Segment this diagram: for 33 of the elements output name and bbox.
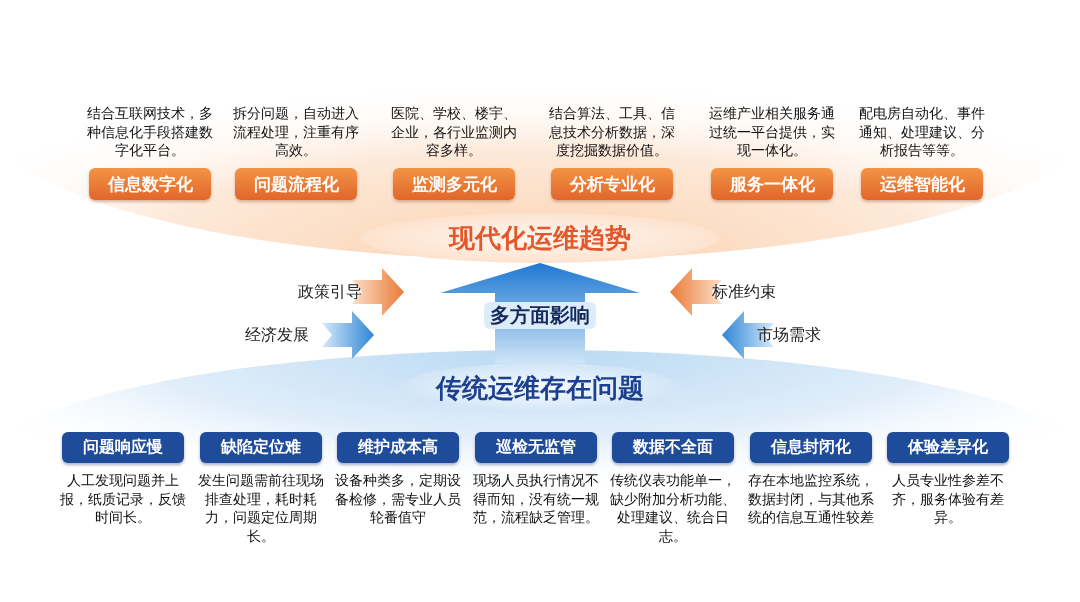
trend-box: 运维智能化 xyxy=(861,168,983,200)
description-text: 配电房自动化、事件通知、处理建议、分析报告等等。 xyxy=(858,104,986,160)
description-text: 现场人员执行情况不得而知，没有统一规范，流程缺乏管理。 xyxy=(471,471,600,527)
problem-box: 缺陷定位难 xyxy=(199,432,322,463)
problem-box: 体验差异化 xyxy=(887,432,1009,463)
trend-box: 分析专业化 xyxy=(551,168,673,200)
trend-box: 问题流程化 xyxy=(235,168,357,200)
problem-box: 巡检无监管 xyxy=(474,432,597,463)
description-text: 发生问题需前往现场排查处理，耗时耗力，问题定位周期长。 xyxy=(196,471,325,546)
problem-box: 信息封闭化 xyxy=(749,432,872,463)
trend-box: 信息数字化 xyxy=(89,168,211,200)
problem-box: 问题响应慢 xyxy=(62,432,184,463)
factor-label: 标准约束 xyxy=(712,282,776,303)
trend-box: 监测多元化 xyxy=(393,168,515,200)
title-ellipse: 传统运维存在问题 xyxy=(400,363,680,413)
edge-label: 多方面影响 xyxy=(484,302,596,329)
factor-label: 市场需求 xyxy=(757,325,821,346)
description-text: 结合算法、工具、信息技术分析数据，深度挖掘数据价值。 xyxy=(548,104,676,160)
trend-box: 服务一体化 xyxy=(711,168,833,200)
description-text: 医院、学校、楼宇、企业，各行业监测内容多样。 xyxy=(390,104,518,160)
description-text: 运维产业相关服务通过统一平台提供，实现一体化。 xyxy=(708,104,836,160)
description-text: 人工发现问题并上报，纸质记录，反馈时间长。 xyxy=(59,471,187,527)
title-ellipse: 现代化运维趋势 xyxy=(360,213,720,263)
description-text: 人员专业性参差不齐，服务体验有差异。 xyxy=(891,471,1005,527)
description-text: 存在本地监控系统，数据封闭，与其他系统的信息互通性较差 xyxy=(746,471,875,527)
description-text: 传统仪表功能单一，缺少附加分析功能、处理建议、统合日志。 xyxy=(609,471,737,546)
description-text: 拆分问题，自动进入流程处理，注重有序高效。 xyxy=(232,104,360,160)
factor-label: 政策引导 xyxy=(298,282,362,303)
factor-label: 经济发展 xyxy=(245,325,309,346)
problem-box: 维护成本高 xyxy=(337,432,459,463)
description-text: 设备种类多，定期设备检修，需专业人员轮番值守 xyxy=(334,471,462,527)
description-text: 结合互联网技术，多种信息化手段搭建数字化平台。 xyxy=(86,104,214,160)
problem-box: 数据不全面 xyxy=(612,432,734,463)
